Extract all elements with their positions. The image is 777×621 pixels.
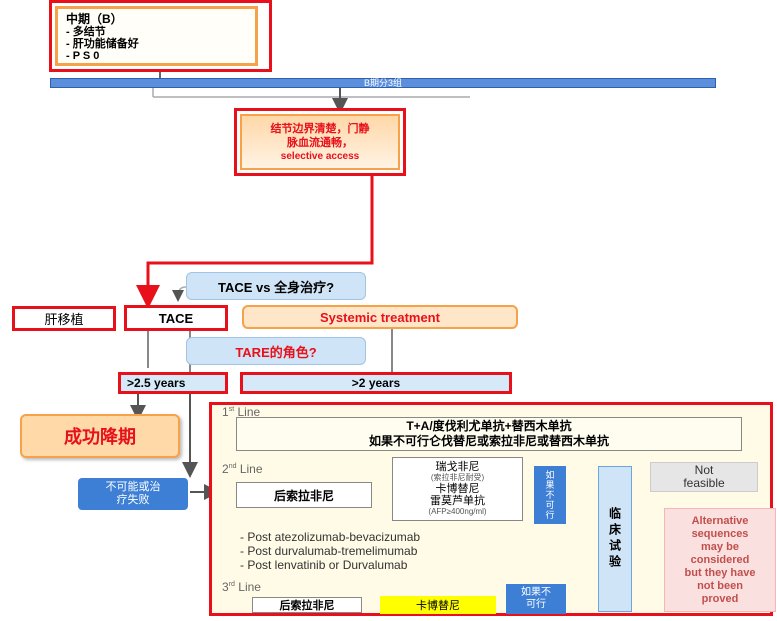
- third-line-if-not-line: 如果不: [521, 587, 551, 598]
- not-possible-line: 不可能或治: [105, 481, 161, 493]
- third-line-if-not-line: 可行: [526, 599, 546, 610]
- stage-b-item: - 多结节: [66, 26, 106, 38]
- downstage-success-label: 成功降期: [64, 427, 136, 447]
- second-line-label: 2nd Line: [222, 462, 263, 476]
- third-line-sorafenib-box: 后索拉非尼: [252, 597, 362, 613]
- if-not-feasible-vertical-label: 如果不可行: [544, 470, 555, 520]
- criteria-box: 结节边界清楚，门静 脉血流通畅， selective access: [234, 108, 406, 176]
- option-cabozantinib: 卡博替尼: [435, 483, 480, 495]
- post-item: - Post lenvatinib or Durvalumab: [240, 558, 408, 572]
- liver-transplant-label: 肝移植: [44, 312, 84, 327]
- option-ramucirumab: 雷莫芦单抗: [430, 495, 485, 507]
- not-possible-line: 疗失败: [116, 494, 150, 506]
- stage-b-title: 中期（B）: [66, 12, 123, 26]
- tare-role-label: TARE的角色?: [235, 344, 317, 360]
- not-possible-box: 不可能或治 疗失败: [78, 478, 188, 510]
- stage-b-item: - 肝功能储备好: [66, 38, 139, 50]
- first-line-regimen: T+A/度伐利尤单抗+替西木单抗: [406, 419, 572, 433]
- third-line-cabozantinib-label: 卡博替尼: [416, 600, 460, 612]
- alt-line: but they have: [684, 566, 756, 579]
- systemic-treatment-label: Systemic treatment: [320, 309, 440, 325]
- option-ramucirumab-note: (AFP≥400ng/ml): [428, 507, 487, 516]
- years-systemic-box: >2 years: [240, 372, 512, 394]
- tace-label: TACE: [158, 310, 194, 326]
- years-systemic-label: >2 years: [351, 376, 401, 390]
- not-feasible-line: Not: [694, 463, 714, 477]
- downstage-success-box: 成功降期: [20, 414, 180, 458]
- second-line-sorafenib-box: 后索拉非尼: [236, 482, 372, 508]
- alt-line: Alternative: [691, 514, 749, 527]
- not-feasible-line: feasible: [683, 476, 725, 490]
- subgroup-bar-label: B期分3组: [363, 77, 402, 88]
- third-line-if-not-box: 如果不 可行: [506, 584, 566, 614]
- tare-role-box: TARE的角色?: [186, 337, 366, 365]
- third-line-label: 3rd Line: [222, 580, 261, 594]
- subgroup-bar: B期分3组: [50, 78, 716, 88]
- criteria-line: 脉血流通畅，: [287, 136, 353, 149]
- if-not-feasible-vertical-box: 如果不可行: [534, 466, 566, 524]
- tace-vs-systemic-label: TACE vs 全身治疗?: [217, 279, 335, 295]
- option-regorafenib-note: (索拉非尼耐受): [430, 473, 485, 482]
- third-line-sorafenib-label: 后索拉非尼: [279, 600, 335, 612]
- clinical-trial-box: 临床试验: [598, 466, 632, 612]
- years-tace-box: >2.5 years: [118, 372, 228, 394]
- second-line-sorafenib-label: 后索拉非尼: [273, 488, 334, 503]
- years-tace-label: >2.5 years: [127, 376, 186, 390]
- alt-line: considered: [690, 553, 750, 566]
- criteria-line: selective access: [280, 150, 360, 162]
- first-line-label: 1st Line: [222, 405, 261, 419]
- second-line-options-box: 瑞戈非尼 (索拉非尼耐受) 卡博替尼 雷莫芦单抗 (AFP≥400ng/ml): [392, 457, 523, 521]
- criteria-line: 结节边界清楚，门静: [270, 122, 370, 135]
- first-line-alternative: 如果不可行仑伐替尼或索拉非尼或替西木单抗: [368, 434, 609, 448]
- third-line-cabozantinib-box: 卡博替尼: [380, 596, 496, 614]
- alt-line: not been: [697, 579, 743, 592]
- not-feasible-box: Not feasible: [650, 462, 758, 492]
- liver-transplant-box: 肝移植: [12, 306, 116, 331]
- stage-b-box: 中期（B） - 多结节 - 肝功能储备好 - P S 0: [49, 0, 272, 72]
- tace-box: TACE: [124, 305, 228, 331]
- alt-line: proved: [701, 592, 739, 605]
- first-line-regimen-box: T+A/度伐利尤单抗+替西木单抗 如果不可行仑伐替尼或索拉非尼或替西木单抗: [236, 417, 742, 451]
- post-item: - Post durvalumab-tremelimumab: [240, 544, 418, 558]
- option-regorafenib: 瑞戈非尼: [435, 461, 480, 473]
- post-item: - Post atezolizumab-bevacizumab: [240, 530, 421, 544]
- alt-line: may be: [701, 540, 739, 553]
- alternative-sequences-box: Alternative sequences may be considered …: [664, 508, 776, 612]
- clinical-trial-label: 临床试验: [607, 507, 622, 571]
- tace-vs-systemic-box: TACE vs 全身治疗?: [186, 272, 366, 300]
- alt-line: sequences: [691, 527, 749, 540]
- stage-b-item: - P S 0: [66, 50, 100, 62]
- systemic-treatment-box: Systemic treatment: [242, 305, 518, 329]
